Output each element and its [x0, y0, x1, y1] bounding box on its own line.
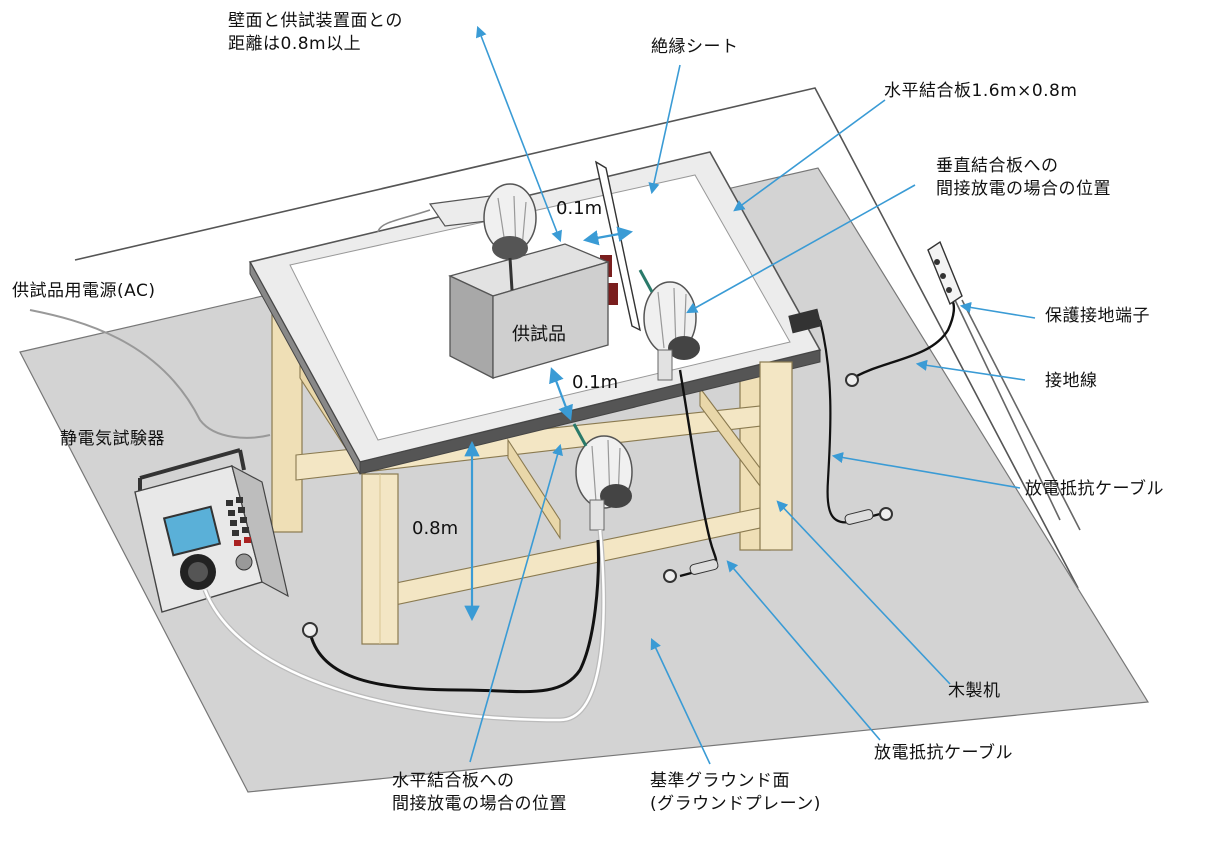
label-esd-tester-text: 静電気試験器 [60, 429, 165, 449]
callout-arrows [469, 25, 1036, 765]
label-vcp-indirect-line1: 垂直結合板への [936, 156, 1059, 176]
label-discharge-cable-right-text: 放電抵抗ケーブル [1025, 479, 1164, 499]
esd-gun-horizontal [572, 423, 633, 531]
label-vcp-indirect: 垂直結合板への 間接放電の場合の位置 [936, 155, 1111, 201]
cables [29, 299, 1081, 723]
label-protective-earth-text: 保護接地端子 [1045, 306, 1150, 326]
label-ground-plane-line1: 基準グラウンド面 [650, 771, 790, 791]
label-insulation-sheet-text: 絶縁シート [651, 37, 739, 57]
label-discharge-cable-right: 放電抵抗ケーブル [1025, 478, 1164, 501]
wall-outline [74, 87, 1079, 589]
label-hcp-indirect: 水平結合板への 間接放電の場合の位置 [392, 770, 567, 816]
dim-gap-table-edge: 0.1m [572, 372, 619, 393]
label-hcp: 水平結合板1.6m×0.8m [884, 80, 1077, 103]
eut-box [448, 243, 610, 380]
esd-gun-vertical [638, 269, 700, 381]
label-hcp-text: 水平結合板1.6m×0.8m [884, 81, 1078, 101]
tester-keypad [226, 497, 251, 546]
label-esd-tester: 静電気試験器 [60, 428, 165, 451]
label-earth-wire: 接地線 [1045, 370, 1098, 393]
label-ground-plane-line2: (グラウンドプレーン) [650, 794, 821, 814]
label-earth-wire-text: 接地線 [1045, 371, 1098, 391]
label-insulation-sheet: 絶縁シート [651, 36, 739, 59]
label-wall-distance: 壁面と供試装置面との 距離は0.8m以上 [228, 10, 403, 56]
label-discharge-cable-bottom: 放電抵抗ケーブル [874, 742, 1013, 765]
label-protective-earth: 保護接地端子 [1045, 305, 1150, 328]
vertical-coupling-plane [594, 160, 641, 332]
label-wooden-table-text: 木製机 [948, 681, 1001, 701]
label-vcp-indirect-line2: 間接放電の場合の位置 [936, 179, 1111, 199]
label-power-supply: 供試品用電源(AC) [12, 280, 155, 303]
label-ground-plane: 基準グラウンド面 (グラウンドプレーン) [650, 770, 821, 816]
label-hcp-indirect-line2: 間接放電の場合の位置 [392, 794, 567, 814]
esd-tester [134, 448, 289, 613]
label-wall-distance-line2: 距離は0.8m以上 [228, 34, 362, 54]
protective-earth-terminal [927, 240, 963, 306]
dimension-arrows [464, 226, 634, 622]
wooden-table [248, 151, 822, 645]
label-power-supply-text: 供試品用電源(AC) [12, 281, 156, 301]
label-discharge-cable-bottom-text: 放電抵抗ケーブル [874, 743, 1013, 763]
label-wooden-table: 木製机 [948, 680, 1001, 703]
dim-gap-vertical-plane: 0.1m [556, 198, 603, 219]
ground-studs [302, 308, 893, 638]
label-wall-distance-line1: 壁面と供試装置面との [228, 11, 403, 31]
label-eut: 供試品 [512, 324, 566, 345]
dim-table-height: 0.8m [412, 518, 459, 539]
label-hcp-indirect-line1: 水平結合板への [392, 771, 515, 791]
